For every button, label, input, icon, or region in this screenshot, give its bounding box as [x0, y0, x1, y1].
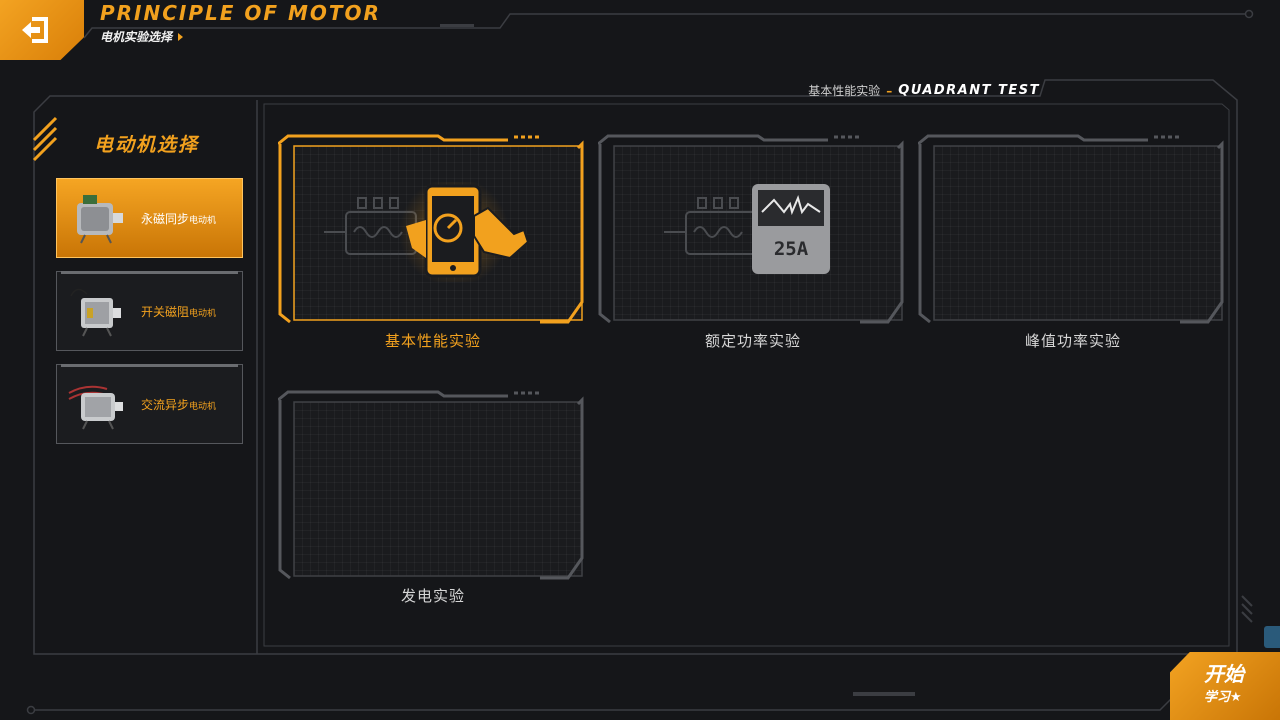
- card-frame-active: [278, 134, 584, 324]
- sidebar-item-induction[interactable]: 交流异步电动机: [56, 364, 243, 444]
- start-button-line2: 学习★: [1204, 690, 1242, 705]
- card-frame: [918, 134, 1224, 324]
- card-frame: [598, 134, 904, 324]
- pmsm-motor-icon: [77, 195, 123, 244]
- induction-motor-icon: [68, 385, 123, 430]
- quadrant-dash: –: [886, 83, 893, 98]
- breadcrumb: 电机实验选择: [100, 28, 184, 45]
- breadcrumb-label: 电机实验选择: [100, 30, 173, 44]
- sidebar-item-pmsm[interactable]: 永磁同步电动机: [56, 178, 243, 258]
- experiment-card-peak[interactable]: [918, 134, 1228, 324]
- breadcrumb-arrow-icon: [178, 32, 184, 41]
- app-title: PRINCIPLE OF MOTOR: [100, 1, 381, 25]
- quadrant-label-cn: 基本性能实验: [808, 84, 881, 98]
- quadrant-label-en: QUADRANT TEST: [898, 83, 1040, 98]
- experiment-label-basic: 基本性能实验: [384, 332, 481, 350]
- current-meter-icon: [664, 184, 830, 274]
- experiment-label-rated: 额定功率实验: [704, 332, 801, 350]
- card-grid-bg: [934, 146, 1222, 320]
- experiment-card-rated[interactable]: 25A: [598, 134, 908, 324]
- back-button[interactable]: [0, 0, 84, 60]
- side-tab[interactable]: [1264, 626, 1280, 648]
- sidebar-item-label: 永磁同步电动机: [141, 212, 217, 226]
- experiment-label-peak: 峰值功率实验: [1024, 332, 1121, 350]
- exit-icon: [22, 17, 48, 43]
- current-badge: 25A: [773, 238, 809, 260]
- card-topbar: [61, 364, 238, 367]
- card-grid-bg: [294, 402, 582, 576]
- experiment-card-generation[interactable]: [278, 390, 588, 580]
- phone-gauge-icon: [324, 182, 530, 282]
- card-topbar: [61, 271, 238, 274]
- start-button-line1: 开始: [1204, 662, 1244, 686]
- quadrant-label: 基本性能实验 – QUADRANT TEST: [808, 82, 1040, 99]
- sidebar-item-label: 开关磁阻电动机: [141, 305, 217, 319]
- experiment-card-basic[interactable]: [278, 134, 588, 324]
- start-learning-button[interactable]: 开始 学习★: [1170, 652, 1280, 720]
- card-frame: [278, 390, 584, 580]
- sidebar-item-label: 交流异步电动机: [141, 398, 217, 412]
- sidebar-title: 电动机选择: [94, 134, 200, 156]
- sidebar-item-srm[interactable]: 开关磁阻电动机: [56, 271, 243, 351]
- experiment-label-generation: 发电实验: [400, 587, 465, 605]
- srm-motor-icon: [70, 288, 121, 337]
